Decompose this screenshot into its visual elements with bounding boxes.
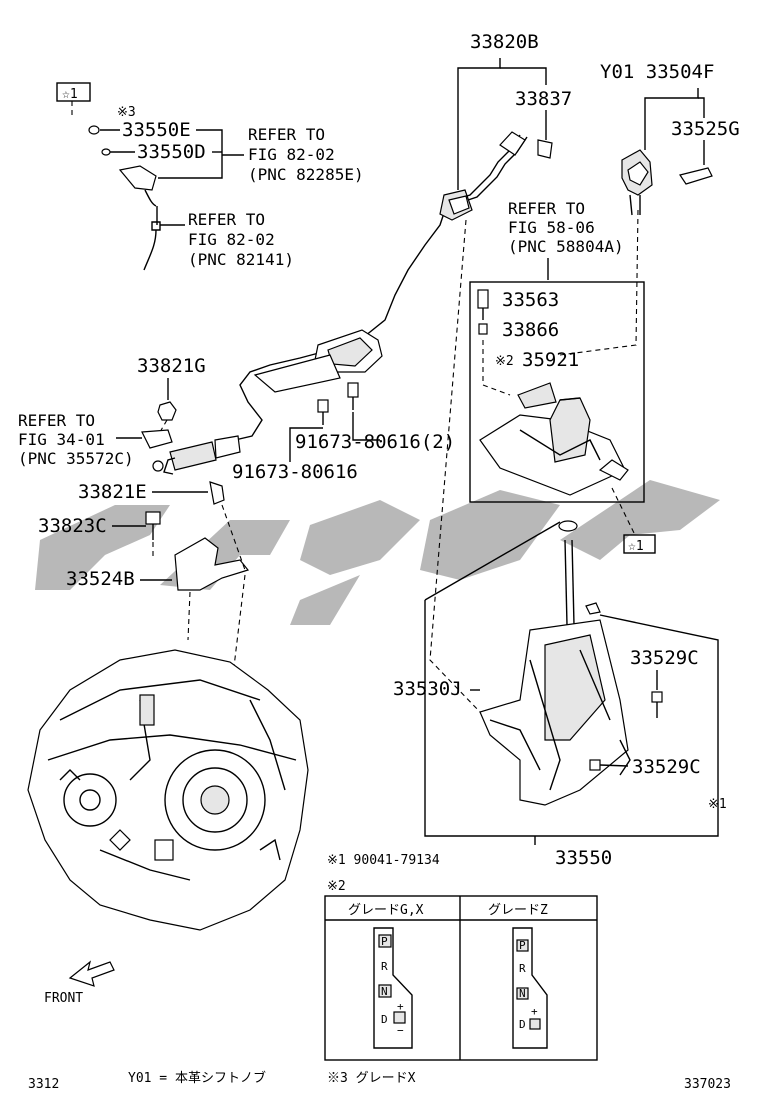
switch-connector-icon (118, 165, 157, 191)
console-group-box (469, 281, 645, 503)
svg-text:FIG 58-06: FIG 58-06 (508, 218, 595, 237)
z-position-d: D (519, 1018, 526, 1031)
svg-text:☆1: ☆1 (628, 539, 644, 554)
part-33563-label: 33563 (502, 289, 559, 311)
gx-position-n: N (381, 985, 388, 998)
part-33821E-label: 33821E (78, 481, 147, 503)
z-position-n: N (519, 987, 526, 1000)
indicator-plate-icon (517, 382, 557, 409)
part-33821G-label: 33821G (137, 355, 206, 377)
part-35921-label: 35921 (522, 349, 579, 371)
note2-mark: ※2 (495, 354, 514, 369)
part-33529C-label-a: 33529C (630, 647, 699, 669)
shift-boot-console-icon (479, 397, 629, 496)
svg-text:(PNC 82285E): (PNC 82285E) (248, 165, 364, 184)
star1-box-left: ☆1 (56, 82, 91, 102)
z-plus: + (531, 1005, 538, 1018)
bolt-33529C-icon-a (651, 691, 663, 703)
page-number-right: 337023 (684, 1077, 731, 1092)
svg-text:FIG 82-02: FIG 82-02 (188, 230, 275, 249)
part-33550-label: 33550 (555, 847, 612, 869)
transaxle-icon (27, 649, 309, 931)
refer-58804A: REFER TO FIG 58-06 (PNC 58804A) (508, 199, 624, 256)
knob-pad-icon (679, 167, 713, 185)
watermark (35, 480, 720, 625)
nut-33821G-icon (157, 401, 177, 421)
gx-position-r: R (381, 960, 388, 973)
part-33837-label: 33837 (515, 88, 572, 110)
part-33529C-label-b: 33529C (632, 756, 701, 778)
svg-text:REFER TO: REFER TO (248, 125, 325, 144)
clip-33866-icon (478, 323, 488, 335)
part-33866-label: 33866 (502, 319, 559, 341)
svg-text:REFER TO: REFER TO (18, 411, 95, 430)
front-arrow-icon (68, 960, 115, 987)
refer-82285E: REFER TO FIG 82-02 (PNC 82285E) (248, 125, 364, 184)
clip-33821E-icon (209, 481, 225, 505)
svg-text:FIG 82-02: FIG 82-02 (248, 145, 335, 164)
page-number-left: 3312 (28, 1077, 59, 1092)
refer-82141: REFER TO FIG 82-02 (PNC 82141) (188, 210, 294, 269)
grade-gx-header: グレードG,X (348, 903, 424, 918)
front-label: FRONT (44, 991, 83, 1006)
star1-box-right: ☆1 (623, 534, 656, 554)
cable-clip-icon (141, 429, 173, 449)
shift-cable-icon (163, 131, 528, 475)
svg-text:REFER TO: REFER TO (508, 199, 585, 218)
clip-33837-icon (537, 139, 553, 159)
note3-mark: ※3 (117, 105, 136, 120)
screw-33563-icon (477, 289, 489, 309)
gx-plus: + (397, 1000, 404, 1013)
bolt-91673-label-a: 91673-80616(2) (295, 431, 455, 453)
gx-position-p: P (381, 935, 388, 948)
svg-text:REFER TO: REFER TO (188, 210, 265, 229)
shift-knob-icon (621, 149, 653, 216)
gx-gate-plate (373, 927, 413, 1049)
shift-lever-assy-icon (479, 539, 631, 806)
z-position-r: R (519, 962, 526, 975)
svg-text:(PNC 82141): (PNC 82141) (188, 250, 294, 269)
bolt-33529C-icon-b (589, 759, 601, 771)
bolt-91673-label-b: 91673-80616 (232, 461, 358, 483)
part-33550D-label: 33550D (137, 141, 206, 163)
part-33530J-label: 33530J (393, 678, 462, 700)
nut-icon (585, 602, 601, 615)
part-33823C-label: 33823C (38, 515, 107, 537)
gx-position-d: D (381, 1013, 388, 1026)
svg-text:(PNC 58804A): (PNC 58804A) (508, 237, 624, 256)
refer-35572C: REFER TO FIG 34-01 (PNC 35572C) (18, 411, 134, 468)
bolt-91673-icon-b (317, 399, 329, 413)
bolt-91673-icon-a (347, 382, 359, 398)
grade-z-header: グレードZ (488, 903, 548, 918)
part-33524B-label: 33524B (66, 568, 135, 590)
gx-minus: − (397, 1024, 404, 1037)
note2-text: ※2 (327, 879, 346, 894)
z-gate-plate (512, 927, 548, 1049)
washer-icon (558, 520, 578, 532)
note1-mark: ※1 (708, 797, 727, 812)
part-33525G-label: 33525G (671, 118, 740, 140)
svg-text:☆1: ☆1 (62, 87, 78, 102)
part-33820B-label: 33820B (470, 31, 539, 53)
bracket-33524B-icon (174, 537, 250, 591)
legend-y01: Y01 = 本革シフトノブ (128, 1070, 266, 1086)
svg-text:(PNC 35572C): (PNC 35572C) (18, 449, 134, 468)
clip-small-icon (88, 125, 100, 135)
note1-text: ※1 90041-79134 (327, 853, 440, 868)
svg-text:FIG 34-01: FIG 34-01 (18, 430, 105, 449)
part-33550E-label: 33550E (122, 119, 191, 141)
bolt-33823C-icon (145, 511, 161, 525)
z-position-p: P (519, 939, 526, 952)
grade-table: グレードG,X グレードZ P R N D + − P R N D + (324, 895, 598, 1061)
legend-note3: ※3 グレードX (327, 1071, 416, 1086)
knob-assy-label: Y01 33504F (600, 61, 714, 83)
